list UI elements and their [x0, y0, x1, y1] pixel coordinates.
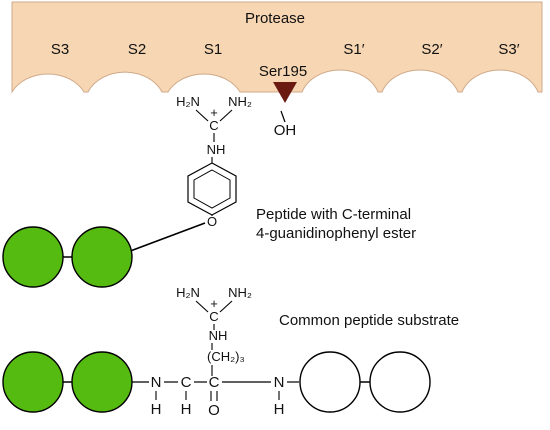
- ser195-label: Ser195: [259, 63, 307, 80]
- backbone-h3: H: [274, 401, 285, 418]
- subsite-s3-label: S3: [51, 41, 69, 58]
- phenyl-ring: [187, 162, 237, 216]
- backbone-carbonyl-c: C: [209, 374, 220, 391]
- subsite-s1-label: S1: [204, 41, 222, 58]
- carbonyl-oxygen: O: [208, 402, 220, 419]
- catalytic-site-marker: [273, 82, 297, 103]
- phenyl-ring-inner: [193, 169, 231, 209]
- backbone-h2: H: [181, 401, 192, 418]
- ester-central-carbon: C: [209, 118, 218, 133]
- substrate-residue-1: [2, 351, 64, 413]
- ester-oxygen-label: O: [207, 214, 217, 229]
- subsite-s1-prime-label: S1′: [343, 41, 364, 58]
- protease-body: [11, 1, 543, 94]
- ester-bond-c-n-left: [195, 109, 209, 122]
- ester-positive-charge: +: [210, 105, 218, 120]
- substrate-bond-c-n-right: [219, 300, 233, 313]
- phenyl-ring-outline: [187, 162, 237, 216]
- hydroxyl-label: OH: [274, 122, 297, 139]
- backbone-h1: H: [151, 401, 162, 418]
- substrate-residue-4: [369, 351, 431, 413]
- substrate-imine-nh: NH: [209, 328, 228, 343]
- hydroxyl-bond: [280, 110, 286, 123]
- subsite-s3-prime-label: S3′: [498, 41, 519, 58]
- substrate-caption: Common peptide substrate: [279, 312, 459, 329]
- ester-linker-bond: [124, 222, 206, 254]
- substrate-positive-charge: +: [210, 296, 218, 311]
- subsite-s2-label: S2: [128, 41, 146, 58]
- substrate-central-carbon: C: [209, 309, 218, 324]
- ester-bond-c-n-right: [219, 109, 233, 122]
- ester-caption-line2: 4-guanidinophenyl ester: [256, 225, 416, 242]
- ester-amine-left: H₂N: [176, 94, 200, 109]
- substrate-side-chain-label: (CH₂)₃: [207, 349, 245, 364]
- substrate-amine-left: H₂N: [176, 285, 200, 300]
- ester-imine-nh: NH: [207, 142, 226, 157]
- substrate-residue-2: [71, 351, 133, 413]
- ester-residue-1: [2, 226, 64, 288]
- subsite-s2-prime-label: S2′: [421, 41, 442, 58]
- substrate-residue-3: [299, 351, 361, 413]
- ester-guanidinium-group: H₂N NH₂ + C NH: [176, 94, 252, 163]
- backbone-n1: N: [151, 374, 162, 391]
- substrate-amine-right: NH₂: [228, 285, 252, 300]
- protease-title: Protease: [245, 10, 305, 27]
- backbone-n2: N: [274, 374, 285, 391]
- ester-amine-right: NH₂: [228, 94, 252, 109]
- ester-caption-line1: Peptide with C-terminal: [256, 206, 411, 223]
- ester-residue-2: [71, 226, 133, 288]
- backbone-c-alpha: C: [181, 374, 192, 391]
- substrate-bond-c-n-left: [195, 300, 209, 313]
- substrate-guanidinium-group: H₂N NH₂ + C NH: [176, 285, 252, 350]
